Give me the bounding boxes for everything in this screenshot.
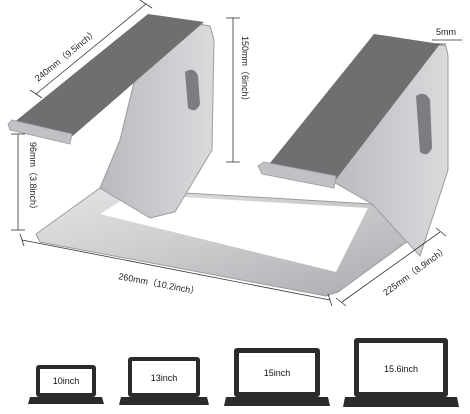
stand-right-slot (416, 93, 432, 155)
laptop-label-15_6inch: 15.6inch (384, 364, 418, 374)
dim-width: 260mm（10.2inch） (118, 271, 200, 296)
stand-left-pad (12, 14, 204, 140)
laptop-size-row: 10inch 13inch 15inch 15.6inch (28, 338, 459, 407)
stand-left-arm (99, 15, 215, 219)
stand-right-pad (266, 34, 440, 182)
dimension-lines (11, 0, 462, 307)
dim-height-back: 150mm（6inch） (240, 36, 250, 106)
dim-height-front: 96mm（3.8inch） (28, 142, 38, 214)
laptop-icon-15inch: 15inch (224, 348, 330, 406)
stand-right-front-lip (257, 161, 337, 189)
laptop-label-15inch: 15inch (264, 368, 291, 378)
dim-thickness: 5mm (436, 27, 456, 37)
laptop-stand (7, 14, 449, 297)
stand-left-slot (185, 69, 200, 111)
laptop-label-10inch: 10inch (53, 376, 80, 386)
laptop-icon-10inch: 10inch (28, 365, 104, 404)
laptop-icon-15_6inch: 15.6inch (343, 338, 459, 407)
laptop-icon-13inch: 13inch (119, 357, 209, 405)
laptop-label-13inch: 13inch (151, 373, 178, 383)
stand-left-front-lip (7, 119, 73, 145)
